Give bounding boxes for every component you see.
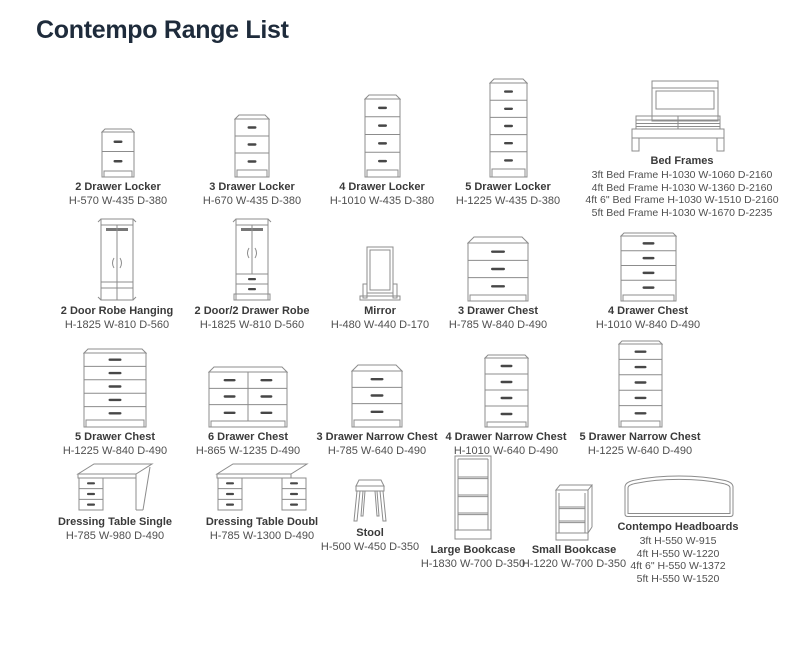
item-4-drawer-narrow-chest: 4 Drawer Narrow Chest H-1010 W-640 D-490	[441, 344, 571, 458]
item-name: 3 Drawer Locker	[209, 181, 295, 194]
item-name: 2 Door Robe Hanging	[60, 305, 174, 318]
4-drawer-narrow-chest-drawing	[483, 354, 529, 428]
item-dims: H-785 W-1300 D-490	[209, 529, 315, 542]
item-dims: H-865 W-1235 D-490	[195, 444, 301, 457]
item-name: Dressing Table Doubl	[205, 516, 319, 529]
item-dims: H-570 W-435 D-380	[68, 194, 168, 207]
item-dims: 3ft Bed Frame H-1030 W-1060 D-2160	[591, 168, 773, 181]
item-name: Dressing Table Single	[57, 516, 173, 529]
item-name: Large Bookcase	[430, 544, 516, 557]
item-dressing-table-single: Dressing Table Single H-785 W-980 D-490	[45, 461, 185, 543]
item-name: 3 Drawer Chest	[457, 305, 539, 318]
item-name: 5 Drawer Locker	[465, 181, 551, 194]
item-dims: H-500 W-450 D-350	[320, 540, 420, 553]
item-dims: 4ft 6" H-550 W-1372	[630, 560, 726, 573]
page-title: Contempo Range List	[36, 16, 289, 44]
mirror-drawing	[358, 246, 402, 302]
item-name: 2 Door/2 Drawer Robe	[194, 305, 310, 318]
item-dims: H-785 W-980 D-490	[65, 529, 165, 542]
item-dressing-table-double: Dressing Table Doubl H-785 W-1300 D-490	[192, 461, 332, 543]
item-name: Contempo Headboards	[617, 521, 739, 534]
item-5-drawer-narrow-chest: 5 Drawer Narrow Chest H-1225 W-640 D-490	[574, 340, 706, 458]
item-bed-frames: Bed Frames 3ft Bed Frame H-1030 W-1060 D…	[572, 76, 792, 220]
item-name: 4 Drawer Locker	[339, 181, 425, 194]
item-name: 4 Drawer Chest	[607, 305, 689, 318]
item-dims: 5ft Bed Frame H-1030 W-1670 D-2235	[591, 207, 773, 220]
item-dims: H-1830 W-700 D-350	[420, 557, 526, 570]
item-dims: H-1225 W-840 D-490	[62, 444, 168, 457]
item-name: Small Bookcase	[531, 544, 617, 557]
item-dims: 5ft H-550 W-1520	[636, 573, 720, 586]
item-dims: H-480 W-440 D-170	[330, 318, 430, 331]
3-drawer-narrow-chest-drawing	[351, 364, 403, 428]
item-small-bookcase: Small Bookcase H-1220 W-700 D-350	[520, 482, 628, 571]
item-dims: H-1010 W-640 D-490	[453, 444, 559, 457]
item-dims: H-1225 W-640 D-490	[587, 444, 693, 457]
item-dims: H-785 W-640 D-490	[327, 444, 427, 457]
item-dims: H-1010 W-840 D-490	[595, 318, 701, 331]
headboard-drawing	[621, 472, 736, 518]
item-name: Stool	[356, 527, 384, 540]
6-drawer-chest-drawing	[208, 366, 288, 428]
item-dims: 4ft H-550 W-1220	[636, 547, 720, 560]
robe-hanging-drawing	[97, 218, 137, 302]
item-5-drawer-locker: 5 Drawer Locker H-1225 W-435 D-380	[445, 78, 571, 208]
item-large-bookcase: Large Bookcase H-1830 W-700 D-350	[420, 455, 526, 571]
item-3-drawer-chest: 3 Drawer Chest H-785 W-840 D-490	[436, 216, 560, 332]
item-dims: H-1220 W-700 D-350	[521, 557, 627, 570]
item-name: 5 Drawer Chest	[74, 431, 156, 444]
3-drawer-locker-drawing	[234, 114, 270, 178]
item-dims: H-785 W-840 D-490	[448, 318, 548, 331]
item-dims: H-1825 W-810 D-560	[64, 318, 170, 331]
2-drawer-locker-drawing	[101, 128, 135, 178]
5-drawer-chest-drawing	[83, 348, 147, 428]
item-mirror: Mirror H-480 W-440 D-170	[318, 216, 442, 332]
item-name: 3 Drawer Narrow Chest	[316, 431, 438, 444]
item-name: 2 Drawer Locker	[75, 181, 161, 194]
item-3-drawer-narrow-chest: 3 Drawer Narrow Chest H-785 W-640 D-490	[313, 344, 441, 458]
item-2-drawer-locker: 2 Drawer Locker H-570 W-435 D-380	[55, 80, 181, 208]
item-contempo-headboards: Contempo Headboards 3ft H-550 W-915 4ft …	[612, 466, 744, 586]
item-dims: 4ft Bed Frame H-1030 W-1360 D-2160	[591, 181, 773, 194]
item-name: 5 Drawer Narrow Chest	[579, 431, 701, 444]
item-stool: Stool H-500 W-450 D-350	[320, 470, 420, 554]
item-3-drawer-locker: 3 Drawer Locker H-670 W-435 D-380	[189, 80, 315, 208]
item-dims: H-1225 W-435 D-380	[455, 194, 561, 207]
item-dims: H-1010 W-435 D-380	[329, 194, 435, 207]
dressing-table-single-drawing	[76, 461, 154, 513]
item-4-drawer-locker: 4 Drawer Locker H-1010 W-435 D-380	[319, 80, 445, 208]
5-drawer-narrow-chest-drawing	[617, 340, 663, 428]
small-bookcase-drawing	[554, 483, 594, 541]
item-2-door-robe-hanging: 2 Door Robe Hanging H-1825 W-810 D-560	[53, 216, 181, 332]
5-drawer-locker-drawing	[488, 78, 528, 178]
item-name: 4 Drawer Narrow Chest	[445, 431, 567, 444]
item-dims: H-670 W-435 D-380	[202, 194, 302, 207]
item-6-drawer-chest: 6 Drawer Chest H-865 W-1235 D-490	[183, 344, 313, 458]
item-5-drawer-chest: 5 Drawer Chest H-1225 W-840 D-490	[51, 344, 179, 458]
large-bookcase-drawing	[452, 455, 494, 541]
item-dims: 4ft 6" Bed Frame H-1030 W-1510 D-2160	[585, 194, 779, 207]
dressing-table-double-drawing	[215, 461, 309, 513]
item-name: Mirror	[364, 305, 396, 318]
item-name: 6 Drawer Chest	[207, 431, 289, 444]
bed-frame-drawing	[630, 80, 735, 152]
3-drawer-chest-drawing	[467, 236, 529, 302]
4-drawer-locker-drawing	[363, 94, 401, 178]
4-drawer-chest-drawing	[619, 232, 677, 302]
item-name: Bed Frames	[650, 155, 714, 168]
item-dims: H-1825 W-810 D-560	[199, 318, 305, 331]
item-dims: 3ft H-550 W-915	[639, 534, 717, 547]
item-4-drawer-chest: 4 Drawer Chest H-1010 W-840 D-490	[582, 216, 714, 332]
stool-drawing	[351, 478, 389, 524]
item-2-door-2-drawer-robe: 2 Door/2 Drawer Robe H-1825 W-810 D-560	[188, 216, 316, 332]
robe-drawer-drawing	[232, 218, 272, 302]
